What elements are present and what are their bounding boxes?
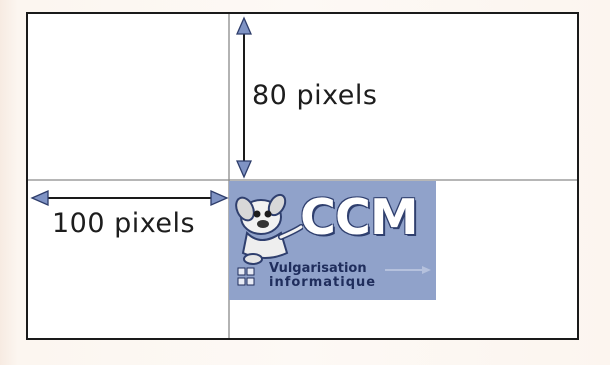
horizontal-offset-label: 100 pixels: [52, 208, 196, 239]
ccm-logo: CCM Vulgarisation informatique: [229, 181, 436, 300]
arrow-right-icon: [385, 266, 431, 274]
logo-subtitle-line2: informatique: [269, 275, 377, 290]
arrow-right-head-icon: [210, 190, 229, 206]
dog-mascot-icon: [235, 193, 303, 265]
vertical-offset-arrow: [236, 16, 252, 179]
arrow-down-head-icon: [236, 160, 252, 179]
vertical-offset-label: 80 pixels: [252, 80, 378, 111]
logo-title: CCM: [300, 189, 419, 246]
logo-subtitle-line1: Vulgarisation: [269, 261, 367, 276]
arrow-up-head-icon: [236, 16, 252, 35]
horizontal-offset-arrow: [30, 190, 229, 206]
arrow-left-head-icon: [30, 190, 49, 206]
grid-squares-icon: [237, 267, 255, 286]
